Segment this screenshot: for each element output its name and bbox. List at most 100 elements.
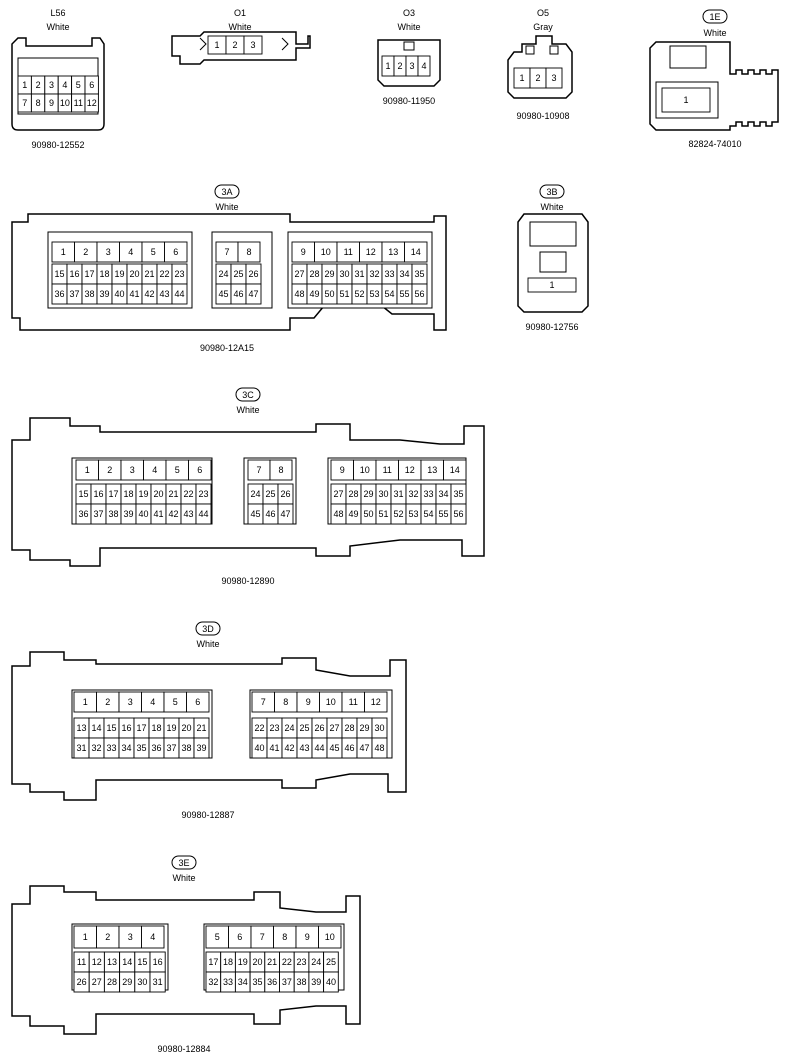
part-number: 90980-11950 — [383, 96, 435, 106]
pin-number: 20 — [181, 723, 191, 733]
pin-number: 6 — [197, 465, 202, 475]
pin-number: 1 — [83, 932, 88, 942]
pin-number: 1 — [85, 465, 90, 475]
pin-number: 44 — [174, 289, 184, 299]
pin-number: 50 — [363, 509, 373, 519]
pin-number: 41 — [269, 743, 279, 753]
pin-number: 6 — [89, 80, 94, 90]
connector-color: White — [196, 639, 219, 649]
pin-number: 3 — [128, 932, 133, 942]
pin-number: 4 — [62, 80, 67, 90]
pin-number: 7 — [260, 932, 265, 942]
pin-number: 55 — [399, 289, 409, 299]
pin-number: 1 — [549, 280, 554, 290]
pin-number: 4 — [421, 61, 426, 71]
pin-number: 46 — [233, 289, 243, 299]
pin-number: 28 — [348, 489, 358, 499]
pin-number: 7 — [224, 247, 229, 257]
pin-number: 11 — [77, 957, 86, 967]
pin-number: 53 — [408, 509, 418, 519]
pin-number: 43 — [299, 743, 309, 753]
pin-number: 2 — [105, 697, 110, 707]
pin-cavity — [661, 87, 711, 113]
pin-number: 30 — [374, 723, 384, 733]
pin-number: 34 — [438, 489, 448, 499]
pin-number: 43 — [159, 289, 169, 299]
pin-number: 20 — [153, 489, 163, 499]
pin-number: 32 — [91, 743, 101, 753]
pin-number: 15 — [106, 723, 116, 733]
pin-number: 22 — [282, 957, 292, 967]
pin-cavity — [417, 55, 431, 77]
pin-cavity — [243, 35, 263, 55]
pin-number: 38 — [84, 289, 94, 299]
pin-number: 16 — [153, 957, 163, 967]
pin-number: 42 — [168, 509, 178, 519]
pin-number: 8 — [282, 932, 287, 942]
pin-number: 5 — [215, 932, 220, 942]
pin-number: 17 — [108, 489, 118, 499]
pin-number: 52 — [354, 289, 364, 299]
pin-cavity — [545, 67, 563, 89]
pin-number: 6 — [237, 932, 242, 942]
connector-lock — [529, 221, 577, 247]
connector-outline — [11, 885, 361, 1035]
pin-number: 6 — [195, 697, 200, 707]
pin-number: 51 — [339, 289, 349, 299]
pin-number: 25 — [233, 269, 243, 279]
pin-number: 26 — [314, 723, 324, 733]
pin-number: 40 — [326, 977, 336, 987]
pin-number: 51 — [378, 509, 388, 519]
connector-color: White — [172, 873, 195, 883]
connector-lock — [549, 45, 559, 55]
pin-number: 15 — [137, 957, 147, 967]
pin-number: 4 — [150, 697, 155, 707]
connector-latch — [199, 37, 289, 51]
pin-number: 2 — [535, 73, 540, 83]
connector-code: 1E — [709, 12, 720, 22]
pin-number: 18 — [223, 957, 233, 967]
pin-number: 52 — [393, 509, 403, 519]
connector-code-badge — [195, 621, 221, 636]
connector-lock — [403, 41, 415, 51]
pin-number: 11 — [74, 98, 83, 108]
pin-number: 8 — [278, 465, 283, 475]
pin-number: 40 — [254, 743, 264, 753]
pin-number: 23 — [174, 269, 184, 279]
pin-number: 4 — [128, 247, 133, 257]
pin-number: 34 — [238, 977, 248, 987]
part-number: 90980-12A15 — [200, 343, 254, 353]
pin-number: 14 — [91, 723, 101, 733]
pin-number: 15 — [54, 269, 64, 279]
pin-number: 38 — [297, 977, 307, 987]
part-number: 90980-12890 — [221, 576, 274, 586]
pin-number: 39 — [311, 977, 321, 987]
pin-number: 27 — [329, 723, 339, 733]
pin-number: 12 — [366, 247, 376, 257]
pin-number: 10 — [325, 932, 335, 942]
pin-number: 54 — [384, 289, 394, 299]
pin-number: 10 — [60, 98, 70, 108]
connector-code: O1 — [234, 8, 246, 18]
pin-number: 36 — [267, 977, 277, 987]
pin-number: 47 — [359, 743, 369, 753]
pin-number: 23 — [269, 723, 279, 733]
pin-number: 56 — [453, 509, 463, 519]
pin-number: 14 — [122, 957, 132, 967]
pin-number: 45 — [250, 509, 260, 519]
pin-cavity — [364, 691, 388, 713]
connector-code: 3A — [221, 187, 232, 197]
connector-lock — [525, 45, 535, 55]
pin-number: 48 — [294, 289, 304, 299]
connector-code: 3D — [202, 624, 214, 634]
pin-number: 36 — [78, 509, 88, 519]
pin-cavity — [193, 737, 210, 759]
pin-number: 19 — [238, 957, 248, 967]
pin-number: 5 — [151, 247, 156, 257]
pin-number: 28 — [344, 723, 354, 733]
